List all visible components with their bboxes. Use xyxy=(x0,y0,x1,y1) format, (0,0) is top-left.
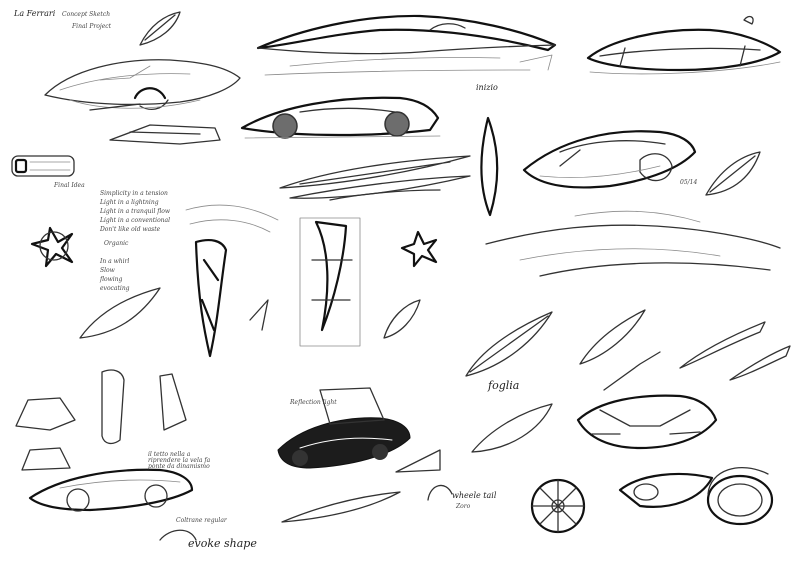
sheet-sub-note: Final Project xyxy=(72,23,112,30)
shard-sketch-1 xyxy=(279,155,471,189)
ribbon-sketch-4 xyxy=(574,210,701,223)
ribbon-sketch-1 xyxy=(485,224,781,249)
wheel-note: il tetto nella a riprendere la vela fa p… xyxy=(148,451,211,470)
leaf-sketch-foglia xyxy=(465,311,553,377)
coltrane-note: Coltrane regular xyxy=(176,517,227,524)
pillar-sketch-1 xyxy=(194,239,228,358)
leaf-sketch-bottom-2 xyxy=(395,449,441,473)
star-sketch-left xyxy=(30,226,74,268)
idea-note: Don't like old waste xyxy=(100,226,161,233)
idea-note: Final Idea xyxy=(54,182,85,189)
shard-sketch-bottom-1 xyxy=(281,491,401,523)
car-sketch-top-center xyxy=(256,14,557,76)
leaf-sketch-r2 xyxy=(603,351,661,391)
idea-note: Light in a lightning xyxy=(100,199,159,206)
ribbon-sketch-left-2 xyxy=(189,219,271,233)
circle-sketch-evoke xyxy=(159,529,197,541)
idea-note: In a whirl xyxy=(100,258,130,265)
idea-note: flowing xyxy=(100,276,123,283)
flag-sketch xyxy=(159,373,187,431)
car-sketch-front xyxy=(576,394,718,450)
module-sketch-left xyxy=(11,155,75,177)
blade-sketch xyxy=(480,116,499,217)
car-sketch-top-right xyxy=(586,15,782,75)
inizio-label: inizio xyxy=(476,83,498,92)
leaf-sketch-bottom-1 xyxy=(471,403,553,453)
idea-note: Simplicity in a tension xyxy=(100,190,168,197)
idea-note: evocating xyxy=(100,285,130,292)
blade-sketch-r1 xyxy=(679,321,766,369)
shard-sketch-2 xyxy=(289,175,471,199)
leaf-sketch-r1 xyxy=(579,309,646,365)
car-sketch-mid-right xyxy=(522,130,697,189)
ribbon-sketch-left xyxy=(185,204,279,221)
nose-sketch-2 xyxy=(21,447,71,471)
foglia-label: foglia xyxy=(488,379,520,392)
shard-sketch-3 xyxy=(329,189,441,201)
idea-note: Light in a tranquil flow xyxy=(100,208,171,215)
car-sketch-bottom-left xyxy=(28,468,194,512)
evoke-label: evoke shape xyxy=(188,537,257,550)
car-sketch-side-dark xyxy=(240,96,441,139)
exhaust-sketch xyxy=(706,466,774,526)
column-sketch-bottom xyxy=(101,369,125,445)
small-note: Reflection light xyxy=(290,399,337,406)
sheet-subtitle: Concept Sketch xyxy=(62,11,111,18)
ribbon-sketch-2 xyxy=(519,248,721,261)
ribbon-sketch-3 xyxy=(539,262,771,277)
leaf-sketch-mid-1 xyxy=(383,299,421,339)
sheet-title: La Ferrari xyxy=(14,9,56,18)
idea-note: Light in a conventional xyxy=(100,217,171,224)
date-mark: 05/14 xyxy=(680,179,698,186)
leaf-sketch-top xyxy=(139,11,181,46)
wheel-tail-sub: Zoro xyxy=(456,503,471,510)
idea-note: Organic xyxy=(104,240,129,247)
star-sketch-center xyxy=(400,230,438,268)
nose-sketch-1 xyxy=(15,397,76,431)
blade-sketch-r2 xyxy=(729,345,791,381)
leaf-sketch-left-1 xyxy=(79,287,161,339)
headlight-sketch xyxy=(618,472,714,508)
wheel-tail-label: wheele tail xyxy=(452,491,497,500)
idea-note: Slow xyxy=(100,267,115,274)
circle-sketch-bottom xyxy=(427,484,453,501)
leaf-sketch-left-2 xyxy=(249,299,269,331)
car-sketch-dark-render xyxy=(277,387,411,469)
wheel-rim-sketch xyxy=(530,478,586,534)
leaf-sketch-mid-right xyxy=(705,151,761,196)
chassis-sketch xyxy=(109,124,221,145)
pillar-sketch-2 xyxy=(299,217,361,347)
car-sketch-top-left xyxy=(44,59,241,111)
